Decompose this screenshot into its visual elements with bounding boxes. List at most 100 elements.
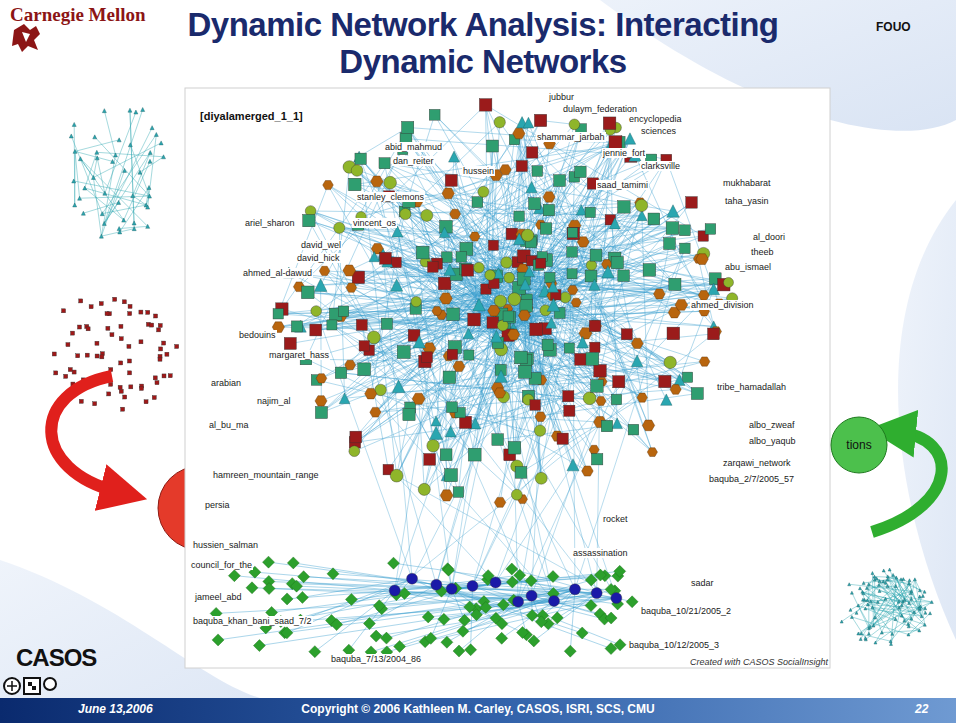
network-node-symbol	[123, 395, 127, 399]
network-node-symbol	[147, 194, 151, 198]
network-node-symbol	[708, 328, 720, 340]
network-node-symbol	[871, 606, 874, 609]
network-node-symbol	[345, 593, 357, 605]
network-node-symbol	[564, 405, 575, 416]
network-node-symbol	[560, 292, 571, 303]
network-node-symbol	[705, 224, 716, 235]
network-node-symbol	[882, 580, 885, 583]
network-node-symbol	[421, 209, 433, 221]
network-link	[527, 298, 675, 390]
network-node-symbol	[110, 333, 114, 337]
network-link	[403, 150, 500, 328]
network-node-symbol	[73, 149, 77, 153]
network-node-symbol	[281, 627, 293, 639]
network-node-symbol	[849, 608, 852, 611]
network-link	[427, 215, 494, 307]
network-node-symbol	[888, 568, 891, 571]
network-node-symbol	[903, 598, 906, 601]
network-node-symbol	[857, 604, 860, 607]
network-node-symbol	[569, 584, 580, 595]
network-label: encyclopedia	[628, 114, 683, 124]
network-node-symbol	[667, 327, 680, 340]
network-link	[397, 232, 535, 379]
thumbnail-link	[873, 579, 903, 625]
network-node-symbol	[345, 360, 356, 370]
thumbnail-link	[842, 601, 871, 621]
network-node-symbol	[316, 374, 327, 383]
network-node-symbol	[504, 272, 515, 283]
credit-note: Created with CASOS SocialInsight	[690, 657, 828, 667]
network-nodes	[210, 99, 738, 658]
footer-bar	[0, 698, 956, 723]
network-link	[446, 206, 641, 455]
network-node-symbol	[162, 155, 166, 159]
network-link	[508, 129, 581, 278]
network-node-symbol	[557, 433, 568, 444]
network-node-symbol	[472, 197, 483, 208]
network-node-symbol	[334, 222, 345, 233]
thumbnail-link	[101, 155, 115, 236]
network-node-symbol	[349, 178, 362, 191]
network-label: jubbur	[548, 92, 575, 102]
thumbnail-link	[133, 196, 146, 205]
network-node-symbol	[122, 300, 126, 304]
network-label: ahmed_division	[690, 300, 755, 310]
network-node-symbol	[95, 341, 99, 345]
network-node-symbol	[138, 170, 142, 174]
network-link	[395, 332, 716, 591]
thumbnail-link	[75, 140, 119, 152]
network-node-symbol	[79, 299, 83, 303]
network-node-symbol	[450, 209, 461, 219]
network-node-symbol	[99, 302, 103, 306]
thumbnail-link	[74, 181, 150, 196]
network-node-symbol	[162, 374, 166, 378]
network-link	[355, 185, 673, 229]
network-link	[500, 393, 617, 598]
network-node-symbol	[155, 381, 159, 385]
network-node-symbol	[563, 391, 574, 402]
network-node-symbol	[390, 469, 403, 482]
network-node-symbol	[913, 611, 916, 614]
network-node-symbol	[311, 306, 322, 317]
network-node-symbol	[515, 466, 527, 478]
network-node-symbol	[543, 204, 554, 215]
network-node-symbol	[400, 208, 411, 219]
network-node-symbol	[513, 596, 524, 607]
network-node-symbol	[150, 126, 154, 130]
network-node-symbol	[877, 583, 880, 586]
network-node-symbol	[865, 587, 868, 590]
network-node-symbol	[416, 246, 429, 259]
network-node-symbol	[923, 590, 926, 593]
network-node-symbol	[528, 635, 540, 647]
network-node-symbol	[529, 198, 541, 210]
network-node-symbol	[315, 396, 327, 406]
network-node-symbol	[424, 453, 436, 465]
network-link	[364, 298, 732, 369]
network-node-symbol	[412, 393, 425, 404]
network-node-symbol	[309, 646, 321, 658]
network-label: david_wel	[300, 240, 342, 250]
network-node-symbol	[918, 629, 921, 632]
network-link	[358, 277, 498, 342]
network-node-symbol	[370, 630, 382, 642]
network-node-symbol	[442, 188, 454, 199]
network-node-symbol	[614, 565, 626, 577]
network-node-symbol	[682, 372, 692, 382]
network-node-symbol	[907, 625, 910, 628]
network-label: dulaym_federation	[562, 104, 638, 114]
network-node-symbol	[495, 370, 507, 382]
network-node-symbol	[72, 370, 76, 374]
network-node-symbol	[380, 632, 392, 644]
network-node-symbol	[132, 227, 136, 231]
network-label: taha_yasin	[724, 196, 770, 206]
network-node-symbol	[473, 298, 486, 311]
network-node-symbol	[154, 132, 158, 136]
thumbnail-link	[861, 583, 909, 633]
network-node-symbol	[431, 579, 442, 590]
network-node-symbol	[327, 320, 337, 330]
network-node-symbol	[134, 110, 138, 114]
network-link	[436, 240, 532, 585]
network-node-symbol	[54, 371, 58, 375]
network-label: vincent_os	[352, 218, 397, 228]
